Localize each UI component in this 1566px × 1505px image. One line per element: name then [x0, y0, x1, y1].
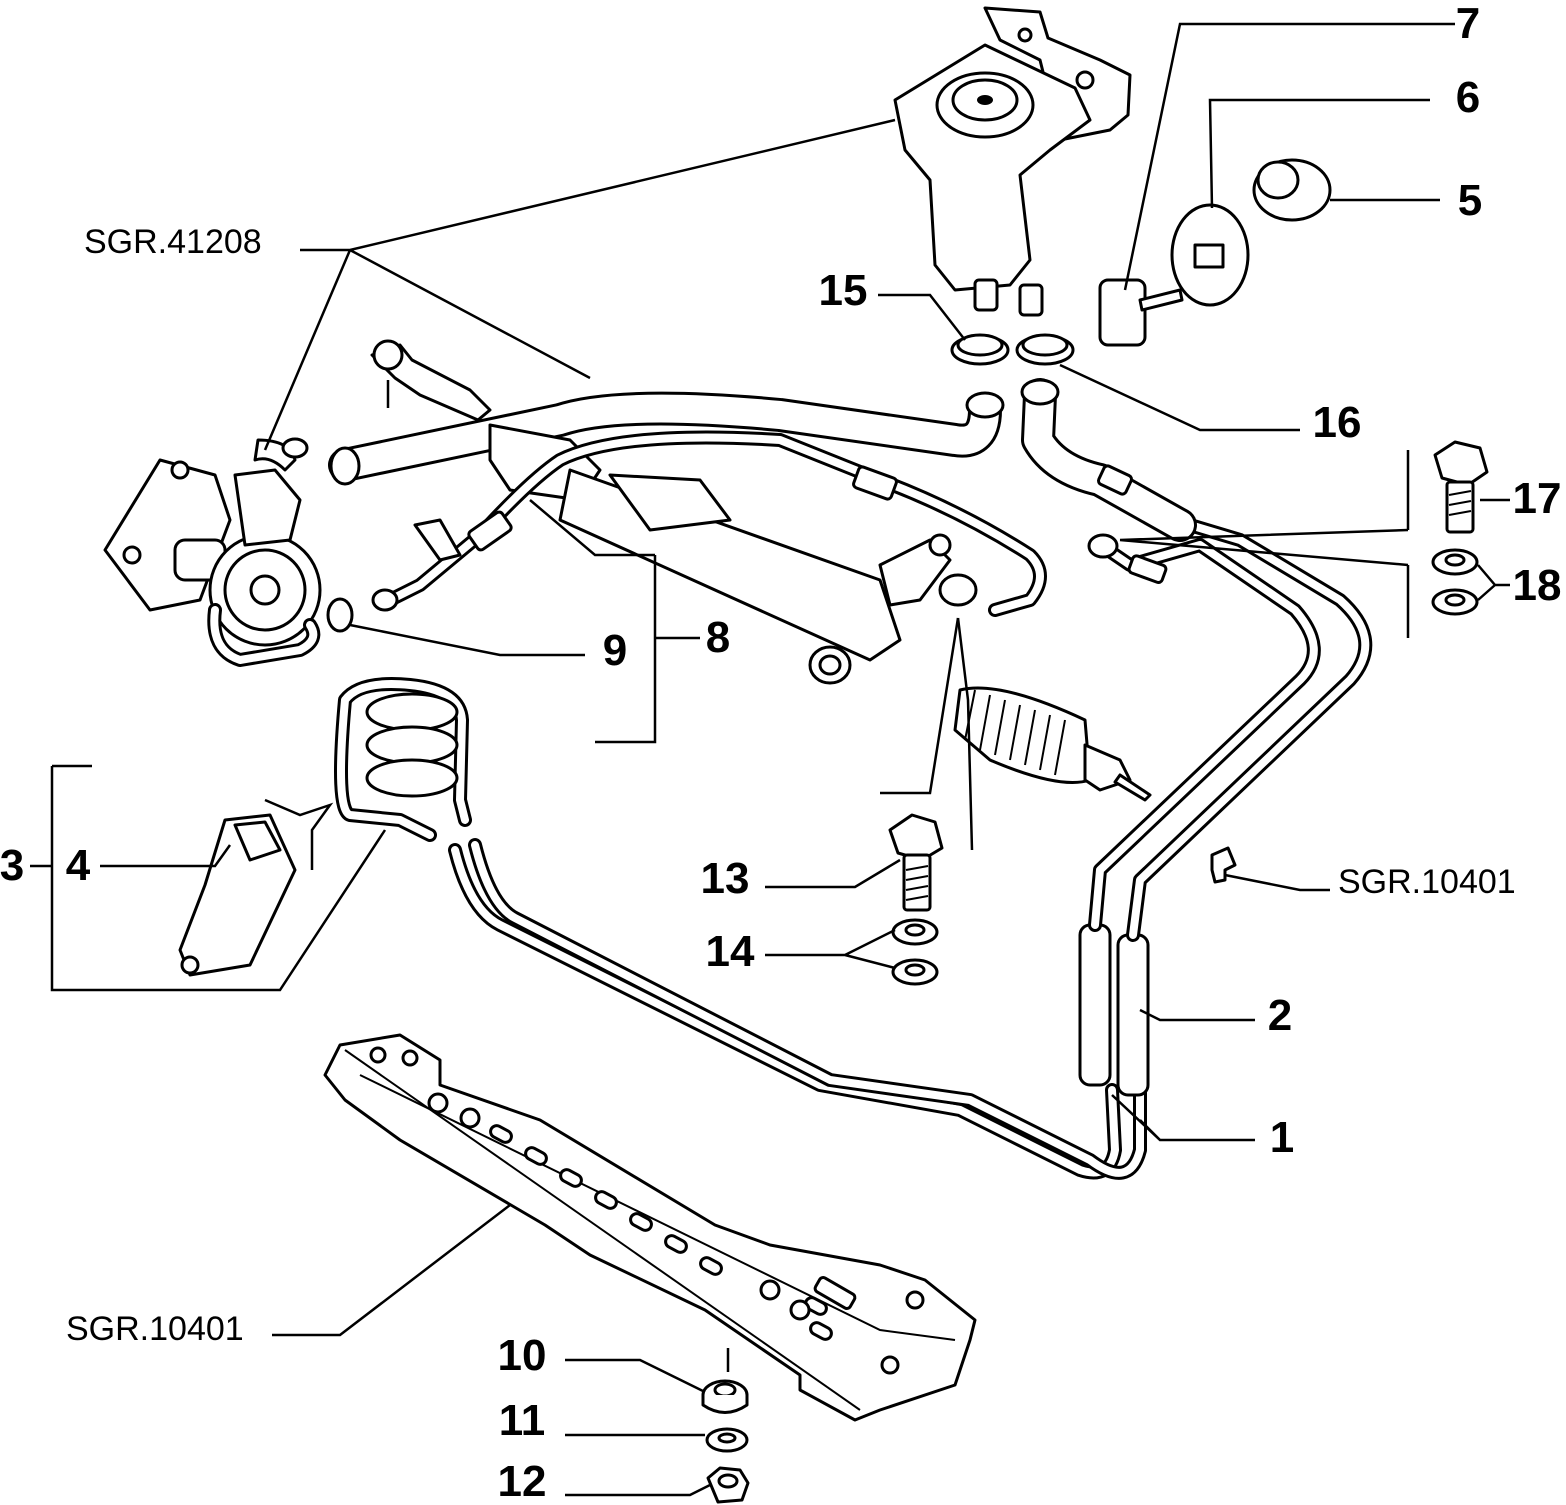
fluid-reservoir: [893, 6, 1132, 317]
callout-16: 16: [1313, 398, 1362, 447]
bracket-plate-6: [1170, 203, 1250, 307]
return-hose: [328, 391, 1005, 486]
bolt-17: [1433, 440, 1489, 534]
reference-labels: SGR.41208 SGR.10401 SGR.10401: [66, 223, 1516, 1348]
washer-18: [1431, 548, 1479, 616]
callout-5: 5: [1458, 176, 1482, 225]
reference-top-left: SGR.41208: [84, 223, 262, 261]
nut-12: [706, 1466, 750, 1504]
bushing-10: [701, 1379, 749, 1414]
callout-12: 12: [498, 1457, 547, 1505]
callout-13: 13: [701, 854, 750, 903]
leader-lines: [30, 22, 1510, 1497]
cooling-coil: [334, 677, 472, 842]
callout-3: 3: [0, 841, 24, 890]
bracket-4: [178, 813, 297, 977]
rubber-mount-7: [1098, 278, 1184, 347]
washer-11: [705, 1427, 749, 1453]
callout-14: 14: [706, 927, 755, 976]
reference-right: SGR.10401: [1338, 863, 1516, 901]
callout-6: 6: [1456, 73, 1480, 122]
hose-clamp-15: [950, 333, 1010, 366]
callout-10: 10: [498, 1331, 547, 1380]
washer-14: [891, 918, 939, 986]
pipe-2: [1078, 518, 1373, 1097]
callout-15: 15: [819, 266, 868, 315]
crossmember-slots: [489, 1124, 833, 1341]
bushing-5: [1252, 158, 1332, 222]
hose-clamp-16: [1015, 333, 1075, 366]
steering-pump: [103, 437, 322, 667]
callout-4: 4: [66, 841, 91, 890]
callout-7: 7: [1456, 0, 1480, 48]
pressure-pipe: [371, 430, 1047, 617]
bolt-13: [888, 813, 944, 912]
callout-9: 9: [603, 626, 627, 675]
callout-2: 2: [1268, 991, 1292, 1040]
steering-rack: [370, 339, 1152, 802]
callout-18: 18: [1513, 561, 1562, 610]
o-ring-9: [326, 597, 354, 633]
callout-17: 17: [1513, 474, 1562, 523]
callout-1: 1: [1270, 1113, 1294, 1162]
crossmember: [323, 1033, 977, 1422]
callout-11: 11: [499, 1396, 546, 1445]
reference-bottom-left: SGR.10401: [66, 1310, 244, 1348]
return-pipe: [1020, 378, 1197, 542]
pipe-1: [448, 838, 1147, 1180]
callout-8: 8: [706, 613, 730, 662]
